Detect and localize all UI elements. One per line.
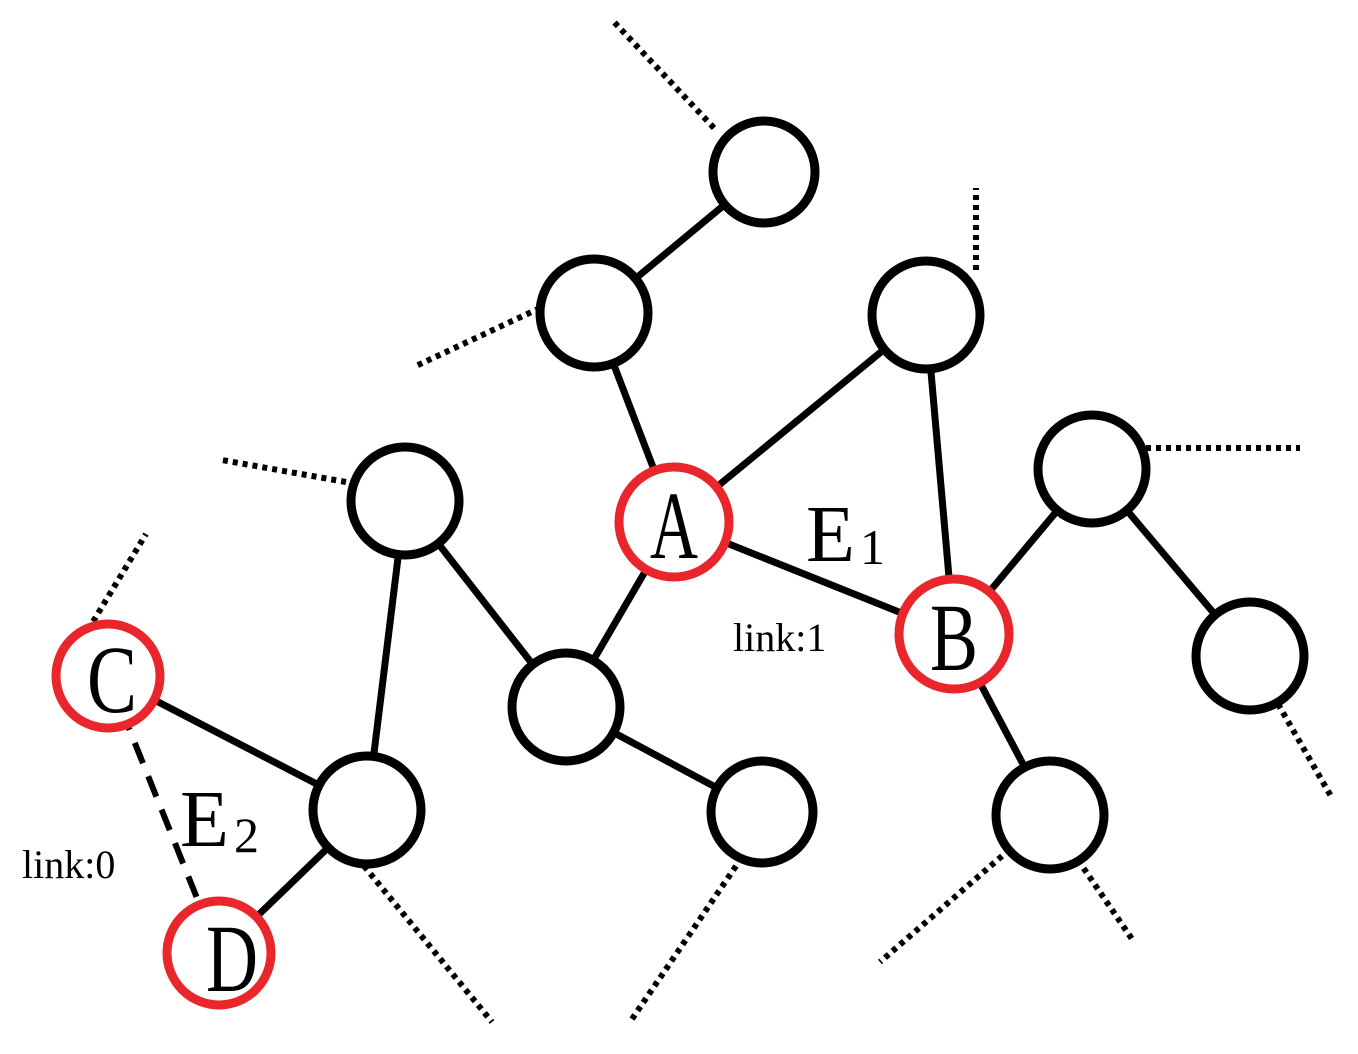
node-6	[507, 648, 625, 766]
node-d-label: D	[206, 905, 258, 1012]
node-a	[614, 462, 734, 582]
stub-c-top	[85, 532, 149, 632]
node-11	[991, 756, 1109, 874]
edge-e2-link-label: link:0	[22, 842, 115, 887]
stub-n2-left	[414, 305, 542, 369]
edge-e2-name: E	[180, 776, 229, 864]
node-5	[346, 442, 464, 560]
node-d	[162, 896, 276, 1010]
node-b-label: B	[930, 584, 978, 691]
stub-n9-bottom	[627, 864, 739, 1024]
node-c	[51, 619, 165, 733]
nodes	[51, 116, 1309, 1010]
node-c-label: C	[87, 626, 137, 733]
dotted-stubs	[85, 19, 1335, 1024]
node-10	[1191, 597, 1309, 715]
stub-n5-left	[221, 457, 347, 485]
node-8	[308, 751, 426, 869]
node-3	[867, 256, 985, 374]
node-1	[708, 116, 820, 228]
stub-n11-right	[1075, 858, 1137, 944]
node-9	[706, 756, 818, 868]
edge-e1-name: E	[806, 491, 855, 579]
edge-e1-subscript: 1	[860, 519, 885, 575]
node-labels: A B C D	[87, 472, 978, 1012]
edge-labels: E 1 link:1 E 2 link:0	[22, 491, 885, 887]
stub-n11-left	[878, 853, 1004, 965]
edge-e2-subscript: 2	[234, 807, 259, 863]
edge-e1-link-label: link:1	[733, 615, 826, 660]
node-a-label: A	[650, 472, 698, 579]
stub-n10-bottom	[1275, 702, 1335, 800]
stub-n8-bottom	[361, 864, 495, 1024]
node-4	[1033, 410, 1151, 528]
node-b	[894, 574, 1014, 694]
stub-n1-top	[611, 19, 717, 131]
node-2	[535, 254, 653, 372]
